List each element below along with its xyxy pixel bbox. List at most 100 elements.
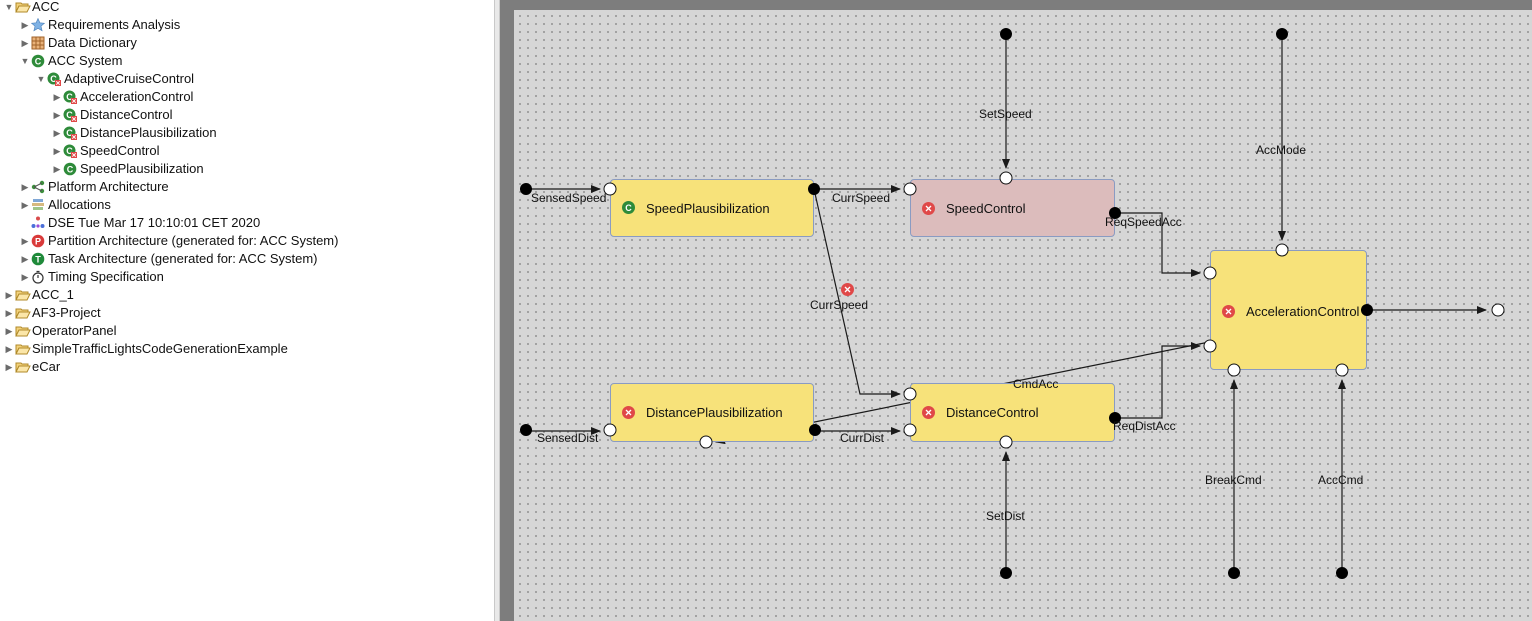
channel-label-cmd-acc: CmdAcc [1013, 377, 1059, 391]
component-distance-control[interactable]: DistanceControl [910, 383, 1115, 442]
expand-arrow-right-icon[interactable]: ▶ [5, 290, 13, 300]
project-tree: ▼ ACC ▶ Requirements Analysis ▶ Data Dic… [0, 0, 494, 621]
tree-item-label: AccelerationControl [80, 89, 194, 104]
tree-item-partition-architecture[interactable]: ▶ P Partition Architecture (generated fo… [20, 232, 339, 250]
expand-arrow-right-icon[interactable]: ▶ [21, 200, 29, 210]
expand-arrow-right-icon[interactable]: ▶ [5, 308, 13, 318]
tree-item-label: ACC [32, 0, 60, 14]
svg-text:C: C [50, 74, 57, 84]
tree-item-platform-architecture[interactable]: ▶ Platform Architecture [20, 178, 169, 196]
channel-label-curr-speed-mid: CurrSpeed [810, 298, 869, 312]
partition-icon: P [31, 234, 45, 248]
tree-item-label: AdaptiveCruiseControl [64, 71, 195, 86]
svg-text:T: T [35, 255, 41, 265]
folder-open-icon [15, 0, 31, 14]
tree-item-operator-panel[interactable]: ▶ OperatorPanel [4, 322, 117, 340]
error-icon [1222, 305, 1235, 318]
channel-curr-speed-mid[interactable] [813, 188, 901, 398]
tree-item-data-dictionary[interactable]: ▶ Data Dictionary [20, 34, 137, 52]
expand-arrow-down-icon[interactable]: ▼ [36, 74, 46, 84]
tree-item-acc[interactable]: ▼ ACC [4, 0, 60, 16]
expand-arrow-right-icon[interactable]: ▶ [5, 326, 13, 336]
expand-arrow-down-icon[interactable]: ▼ [4, 2, 14, 12]
tree-item-label: DistanceControl [80, 107, 173, 122]
tree-item-timing-specification[interactable]: ▶ Timing Specification [20, 268, 164, 286]
channel-req-dist-acc[interactable] [1115, 342, 1201, 419]
tree-item-label: SpeedPlausibilization [80, 161, 204, 176]
tree-item-label: OperatorPanel [32, 323, 117, 338]
sash-divider[interactable] [494, 0, 500, 621]
component-icon: C [63, 162, 77, 176]
component-name: SpeedControl [946, 201, 1026, 216]
svg-text:C: C [66, 110, 73, 120]
tree-item-label: Partition Architecture (generated for: A… [48, 233, 339, 248]
expand-arrow-right-icon[interactable]: ▶ [21, 254, 29, 264]
expand-arrow-right-icon[interactable]: ▶ [53, 128, 61, 138]
svg-text:C: C [66, 92, 73, 102]
channel-label-set-speed: SetSpeed [979, 107, 1032, 121]
channel-label-req-speed-acc: ReqSpeedAcc [1105, 215, 1182, 229]
expand-arrow-right-icon[interactable]: ▶ [53, 164, 61, 174]
error-icon [922, 406, 935, 419]
svg-text:C: C [66, 128, 73, 138]
channel-req-speed-acc[interactable] [1115, 212, 1201, 277]
channel-label-curr-dist: CurrDist [840, 431, 884, 445]
tree-item-af3-project[interactable]: ▶ AF3-Project [4, 304, 101, 322]
tree-item-acc-1[interactable]: ▶ ACC_1 [4, 286, 74, 304]
platform-icon [31, 180, 45, 194]
svg-text:C: C [625, 203, 632, 213]
tree-item-acceleration-control[interactable]: ▶ C AccelerationControl [52, 88, 193, 106]
tree-item-allocations[interactable]: ▶ Allocations [20, 196, 111, 214]
expand-arrow-right-icon[interactable]: ▶ [53, 92, 61, 102]
tree-item-distance-control[interactable]: ▶ C DistanceControl [52, 106, 173, 124]
expand-arrow-right-icon[interactable]: ▶ [53, 110, 61, 120]
tree-item-dse[interactable]: DSE Tue Mar 17 10:10:01 CET 2020 [31, 214, 260, 232]
expand-arrow-right-icon[interactable]: ▶ [5, 344, 13, 354]
tree-item-label: SimpleTrafficLightsCodeGenerationExample [32, 341, 288, 356]
tree-item-label: eCar [32, 359, 61, 374]
tree-item-acc-system[interactable]: ▼ C ACC System [20, 52, 123, 70]
component-distance-plausibilization[interactable]: DistancePlausibilization [610, 383, 814, 442]
tree-item-requirements-analysis[interactable]: ▶ Requirements Analysis [20, 16, 181, 34]
expand-arrow-down-icon[interactable]: ▼ [20, 56, 30, 66]
svg-text:C: C [66, 146, 73, 156]
tree-item-label: ACC System [48, 53, 123, 68]
component-error-icon: C [63, 126, 77, 140]
channel-label-sensed-speed: SensedSpeed [531, 191, 607, 205]
channel-label-acc-cmd: AccCmd [1318, 473, 1364, 487]
task-icon: T [31, 252, 45, 266]
channel-label-acc-mode: AccMode [1256, 143, 1307, 157]
tree-item-label: AF3-Project [32, 305, 101, 320]
error-icon [622, 406, 635, 419]
component-speed-plausibilization[interactable]: C SpeedPlausibilization [610, 179, 814, 237]
tree-item-speed-plausibilization[interactable]: ▶ C SpeedPlausibilization [52, 160, 204, 178]
expand-arrow-right-icon[interactable]: ▶ [5, 362, 13, 372]
expand-arrow-right-icon[interactable]: ▶ [21, 236, 29, 246]
expand-arrow-right-icon[interactable]: ▶ [21, 182, 29, 192]
tree-item-distance-plausibilization[interactable]: ▶ C DistancePlausibilization [52, 124, 217, 142]
component-name: AccelerationControl [1246, 304, 1360, 319]
tree-item-label: Allocations [48, 197, 111, 212]
expand-arrow-right-icon[interactable]: ▶ [21, 272, 29, 282]
expand-arrow-right-icon[interactable]: ▶ [21, 20, 29, 30]
component-acceleration-control[interactable]: AccelerationControl [1210, 250, 1367, 370]
channel-error-icon[interactable] [841, 283, 854, 296]
folder-icon [15, 324, 31, 338]
tree-item-speed-control[interactable]: ▶ C SpeedControl [52, 142, 160, 160]
component-error-icon: C [63, 90, 77, 104]
component-error-icon: C [63, 144, 77, 158]
tree-item-task-architecture[interactable]: ▶ T Task Architecture (generated for: AC… [20, 250, 318, 268]
tree-item-adaptive-cruise-control[interactable]: ▼ C AdaptiveCruiseControl [36, 70, 194, 88]
expand-arrow-right-icon[interactable]: ▶ [21, 38, 29, 48]
expand-arrow-right-icon[interactable]: ▶ [53, 146, 61, 156]
component-error-icon: C [63, 108, 77, 122]
tree-item-simple-traffic-lights[interactable]: ▶ SimpleTrafficLightsCodeGenerationExamp… [4, 340, 288, 358]
tree-item-label: Task Architecture (generated for: ACC Sy… [48, 251, 318, 266]
folder-icon [15, 306, 31, 320]
component-speed-control[interactable]: SpeedControl [910, 179, 1115, 237]
tree-item-label: Data Dictionary [48, 35, 137, 50]
tree-item-label: Requirements Analysis [48, 17, 181, 32]
svg-text:C: C [67, 165, 74, 175]
tree-item-label: Platform Architecture [48, 179, 169, 194]
tree-item-ecar[interactable]: ▶ eCar [4, 358, 61, 376]
